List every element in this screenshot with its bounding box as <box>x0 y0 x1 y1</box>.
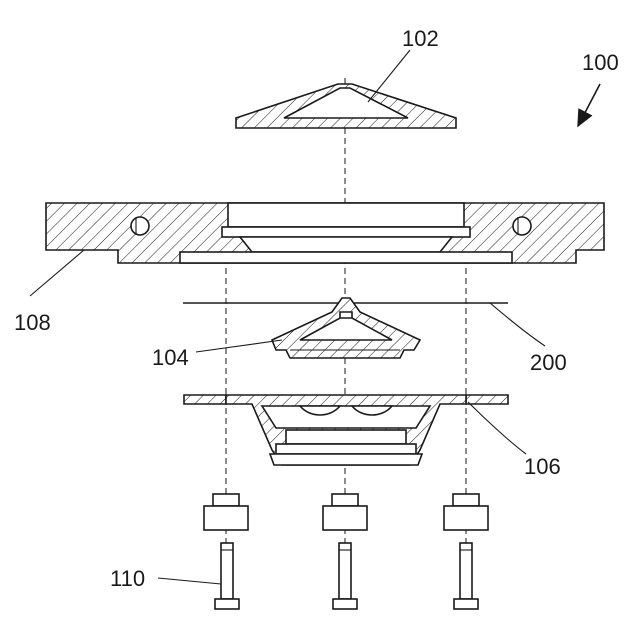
housing-part <box>46 203 604 263</box>
label-100: 100 <box>582 50 619 75</box>
nut-right <box>444 494 488 530</box>
leader-108 <box>30 250 84 296</box>
nut-parts <box>204 494 488 530</box>
leader-102 <box>368 50 410 102</box>
right-pin-hole <box>513 217 531 235</box>
screw-right <box>454 543 478 609</box>
screw-center <box>333 543 357 609</box>
screw-left <box>215 543 239 609</box>
cap-part <box>236 84 456 128</box>
label-106: 106 <box>524 454 561 479</box>
label-102: 102 <box>402 26 439 51</box>
leader-200 <box>490 303 545 346</box>
nut-left <box>204 494 248 530</box>
base-part <box>184 395 508 465</box>
label-110: 110 <box>110 566 145 591</box>
leader-104 <box>196 340 282 352</box>
label-104: 104 <box>152 345 189 370</box>
insert-part <box>272 298 420 358</box>
leader-106 <box>468 402 526 454</box>
left-pin-hole <box>131 217 149 235</box>
nut-center <box>323 494 367 530</box>
label-200: 200 <box>530 350 567 375</box>
label-108: 108 <box>14 310 51 335</box>
arrow-100 <box>578 84 600 126</box>
screw-parts <box>215 543 478 609</box>
leader-110 <box>158 578 221 584</box>
leader-lines <box>30 50 600 584</box>
